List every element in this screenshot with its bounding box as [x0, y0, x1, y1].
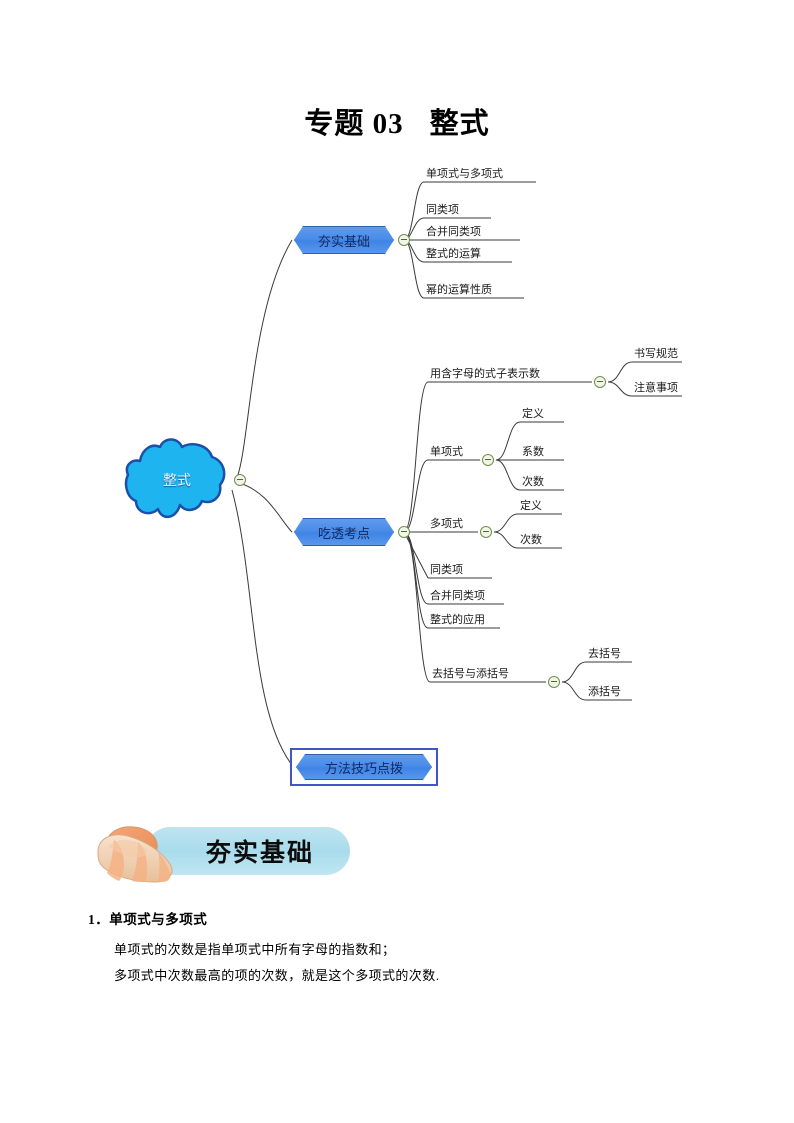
- banner-pill: [146, 827, 350, 875]
- content-line: 多项式中次数最高的项的次数，就是这个多项式的次数.: [114, 968, 440, 983]
- leaf-node[interactable]: 整式的运算: [426, 248, 481, 260]
- collapse-minus-icon-keypoints[interactable]: [398, 526, 410, 538]
- leaf-node[interactable]: 注意事项: [634, 382, 678, 394]
- leaf-node[interactable]: 次数: [522, 476, 544, 488]
- collapse-minus-icon-brackets[interactable]: [548, 676, 560, 688]
- leaf-node[interactable]: 去括号: [588, 648, 621, 660]
- leaf-node[interactable]: 多项式: [430, 518, 463, 530]
- branch-node-label: 吃透考点: [317, 525, 370, 541]
- title-main: 整式: [429, 108, 490, 140]
- section-banner: 夯实基础: [88, 822, 350, 884]
- conch-shell-icon: [97, 826, 173, 883]
- leaf-node[interactable]: 同类项: [430, 564, 463, 576]
- mindmap-center-node[interactable]: 整式: [116, 435, 234, 525]
- center-blob-shape: [124, 438, 226, 518]
- leaf-node[interactable]: 整式的应用: [430, 614, 485, 626]
- leaf-node[interactable]: 单项式与多项式: [426, 168, 503, 180]
- branch-node-methods[interactable]: 方法技巧点拨: [296, 754, 432, 780]
- collapse-minus-icon-center[interactable]: [234, 474, 246, 486]
- page-title: 专题 03 整式: [0, 100, 794, 142]
- leaf-node[interactable]: 添括号: [588, 686, 621, 698]
- leaf-node[interactable]: 幂的运算性质: [426, 284, 492, 296]
- branch-node-keypoints[interactable]: 吃透考点: [294, 518, 394, 546]
- leaf-node[interactable]: 同类项: [426, 204, 459, 216]
- selection-outline-methods[interactable]: 方法技巧点拨: [290, 748, 438, 786]
- body-content: 1．单项式与多项式 单项式的次数是指单项式中所有字母的指数和； 多项式中次数最高…: [88, 908, 708, 989]
- leaf-node[interactable]: 定义: [520, 500, 542, 512]
- leaf-node[interactable]: 系数: [522, 446, 544, 458]
- leaf-node[interactable]: 单项式: [430, 446, 463, 458]
- mindmap-connectors: [231, 181, 682, 766]
- leaf-node[interactable]: 去括号与添括号: [432, 668, 509, 680]
- leaf-node[interactable]: 书写规范: [634, 348, 678, 360]
- section-banner-label: 夯实基础: [205, 840, 314, 867]
- leaf-node[interactable]: 定义: [522, 408, 544, 420]
- leaf-node[interactable]: 次数: [520, 534, 542, 546]
- content-heading: 1．单项式与多项式: [88, 912, 208, 927]
- collapse-minus-icon-monomial[interactable]: [482, 454, 494, 466]
- branch-node-label: 夯实基础: [317, 233, 370, 249]
- leaf-node[interactable]: 合并同类项: [430, 590, 485, 602]
- leaf-node[interactable]: 用含字母的式子表示数: [430, 368, 540, 380]
- branch-node-label: 方法技巧点拨: [324, 760, 403, 776]
- branch-node-foundation[interactable]: 夯实基础: [294, 226, 394, 254]
- collapse-minus-icon-letters[interactable]: [594, 376, 606, 388]
- mindmap-canvas[interactable]: 整式 夯实基础 单项式与多项式 同类项 合并同类项 整式的运算 幂的运算性质 吃…: [0, 150, 794, 810]
- leaf-node[interactable]: 合并同类项: [426, 226, 481, 238]
- collapse-minus-icon-polynomial[interactable]: [480, 526, 492, 538]
- collapse-minus-icon-foundation[interactable]: [398, 234, 410, 246]
- content-line: 单项式的次数是指单项式中所有字母的指数和；: [114, 942, 396, 957]
- title-prefix: 专题 03: [304, 108, 404, 140]
